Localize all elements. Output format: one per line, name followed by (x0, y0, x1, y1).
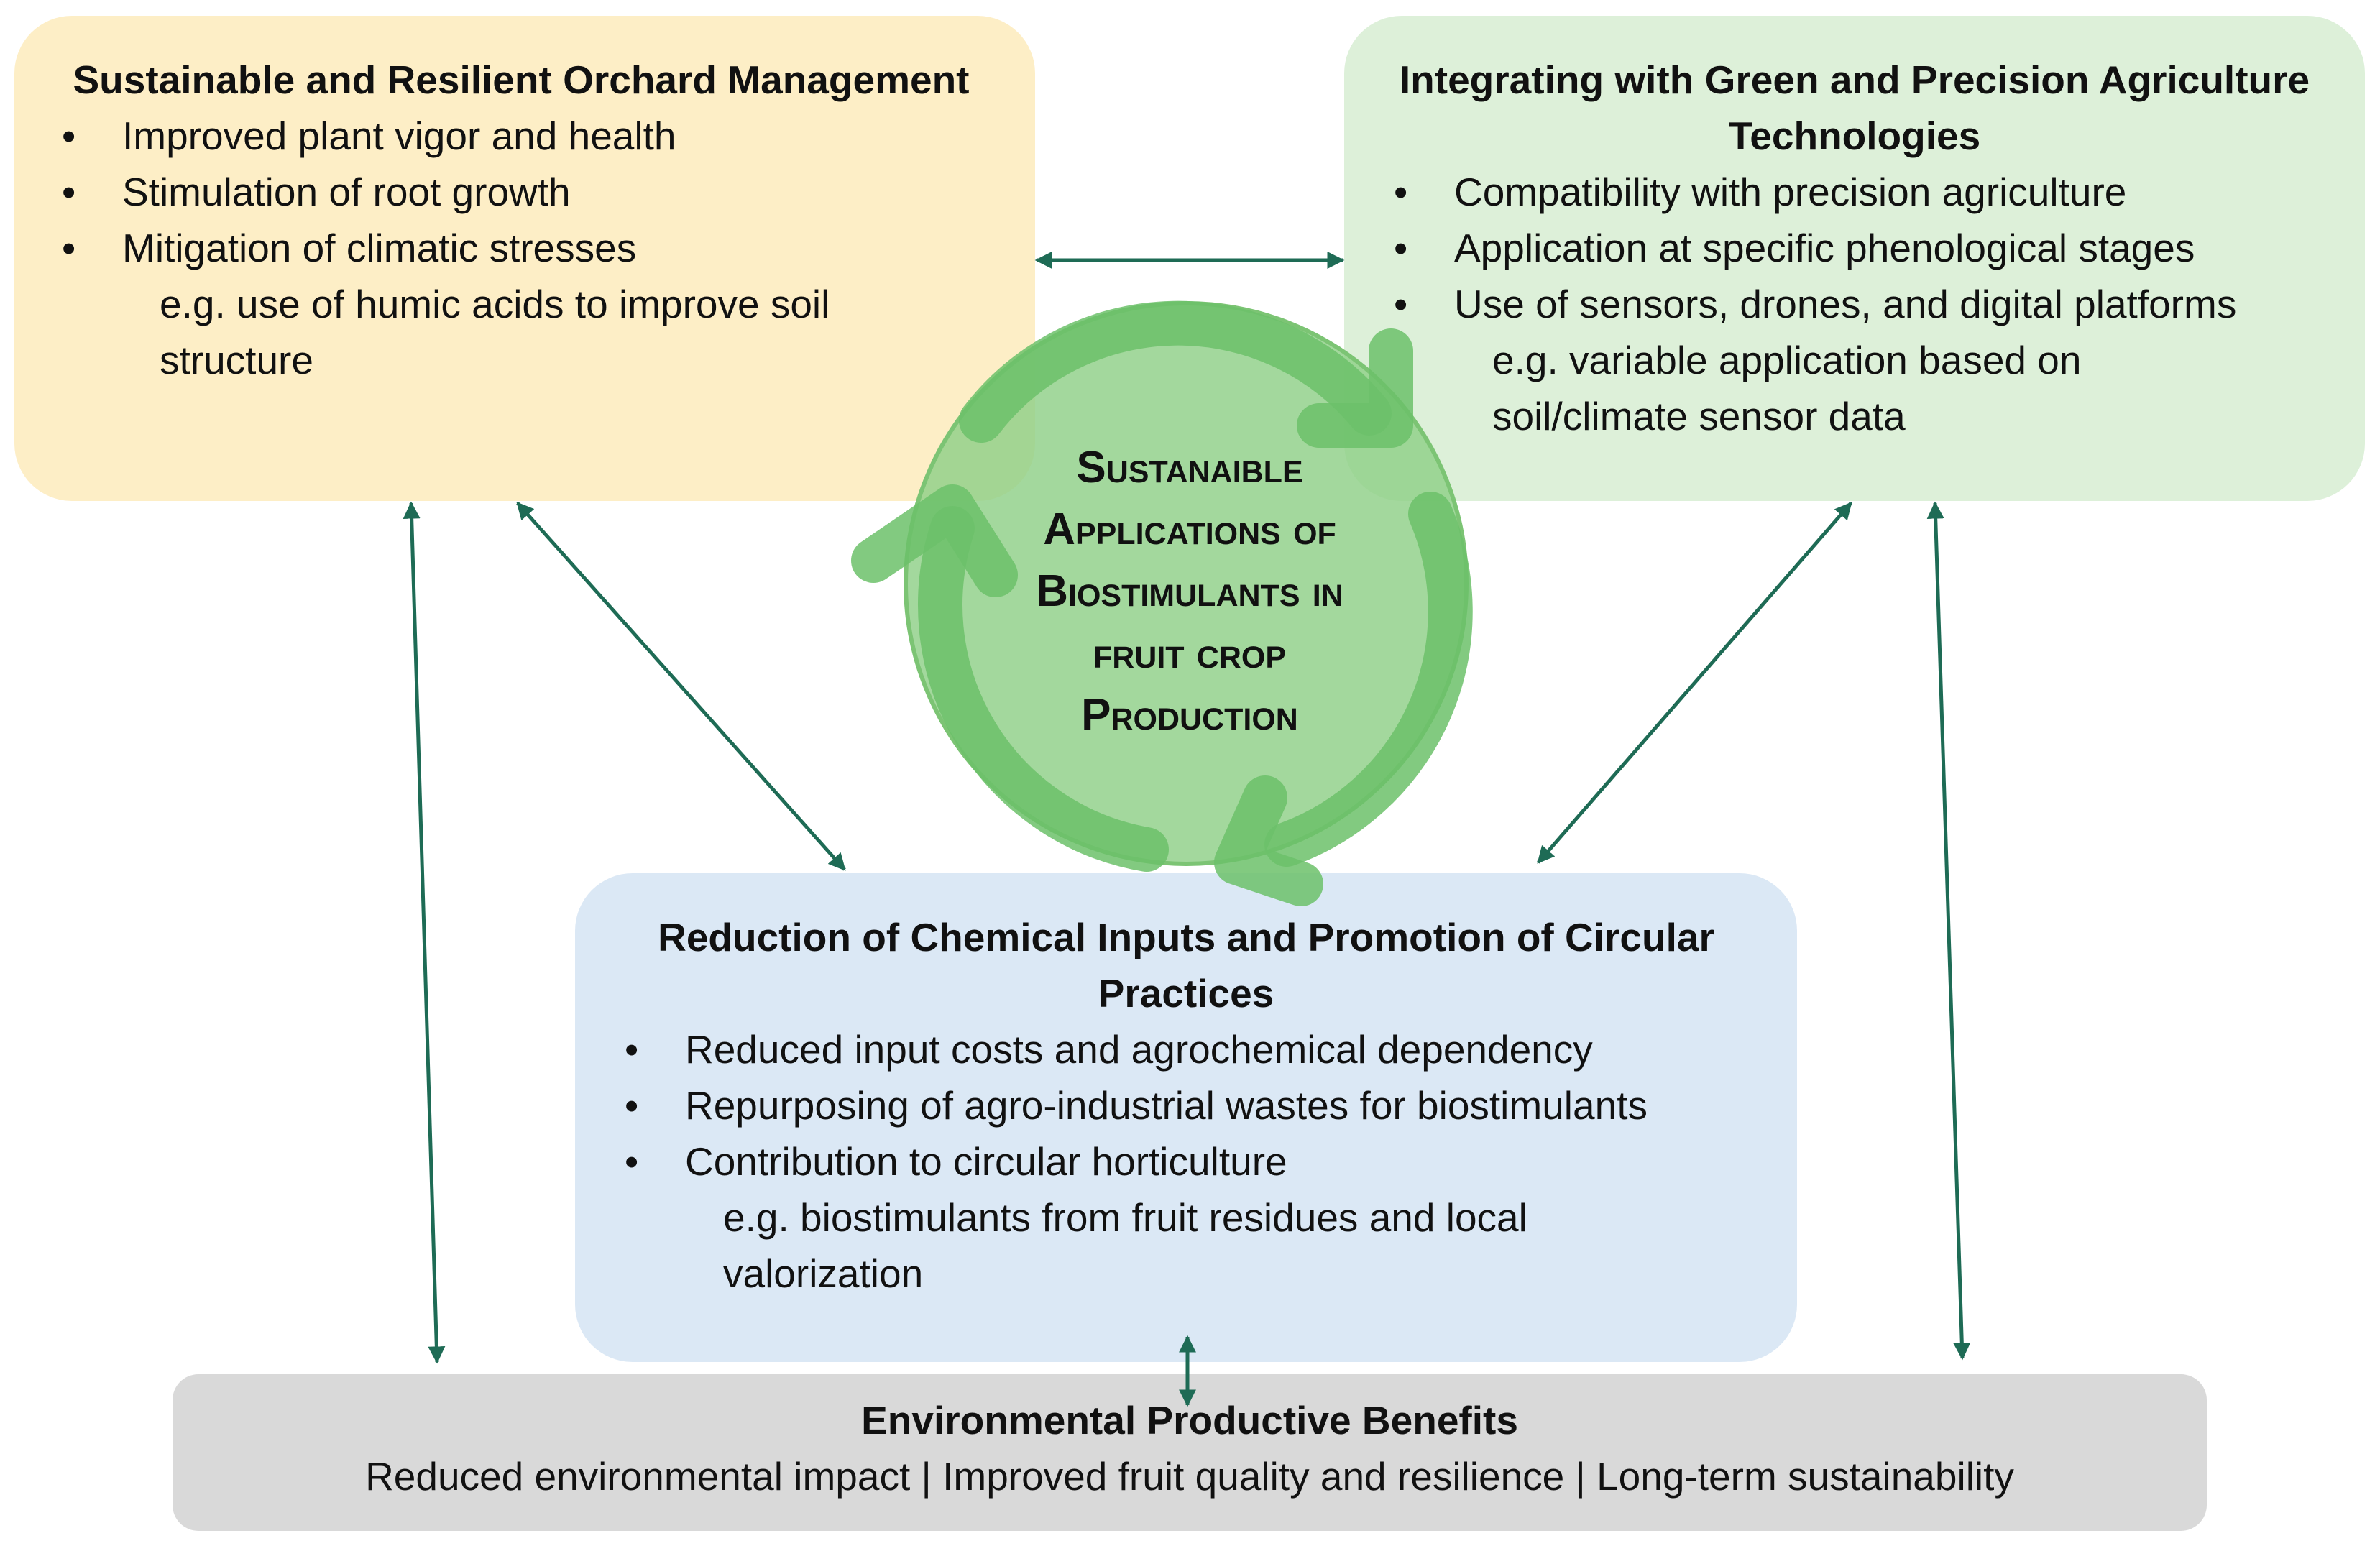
bullet-dot: • (62, 170, 76, 214)
cycle-arrow-left (918, 506, 1169, 872)
center-title-line-3: Biostimulants in (1036, 566, 1343, 616)
bullet-dot: • (62, 114, 76, 158)
bullet-dot: • (62, 226, 76, 270)
precision-agriculture-box (1344, 16, 2365, 501)
precision-example-line-1: e.g. variable application based on (1492, 338, 2082, 382)
bullet-dot: • (625, 1027, 639, 1072)
orchard-title: Sustainable and Resilient Orchard Manage… (73, 57, 970, 102)
cycle-arrow-top (959, 300, 1392, 443)
precision-bullet-text: Application at specific phenological sta… (1454, 226, 2195, 270)
chemical-bullet-text: Reduced input costs and agrochemical dep… (685, 1027, 1593, 1072)
bullet-dot: • (625, 1083, 639, 1128)
chemical-title-line-1: Reduction of Chemical Inputs and Promoti… (658, 915, 1714, 959)
precision-bullet-text: Use of sensors, drones, and digital plat… (1454, 282, 2237, 326)
orchard-example-line-1: e.g. use of humic acids to improve soil (160, 282, 830, 326)
arrow-orchard-benefits (403, 501, 446, 1364)
precision-title-line-1: Integrating with Green and Precision Agr… (1399, 57, 2310, 102)
orchard-bullet-text: Mitigation of climatic stresses (122, 226, 637, 270)
benefits-title: Environmental Productive Benefits (861, 1398, 1518, 1442)
center-title-line-2: Applications of (1043, 505, 1336, 554)
chemical-bullet-text: Repurposing of agro-industrial wastes fo… (685, 1083, 1648, 1128)
orchard-example-line-2: structure (160, 338, 313, 382)
precision-bullet: • Application at specific phenological st… (1394, 220, 2195, 276)
center-title: Sustanaible Applications of Biostimulant… (970, 437, 1409, 746)
orchard-bullet-text: Improved plant vigor and health (122, 114, 676, 158)
chemical-reduction-box (575, 873, 1797, 1362)
center-title-line-5: Production (1081, 690, 1298, 740)
cycle-arrow-left-head (851, 484, 1018, 597)
chemical-bullet-text: Contribution to circular horticulture (685, 1139, 1287, 1184)
cycle-arrows (851, 300, 1473, 906)
orchard-bullet: • Improved plant vigor and health (62, 108, 676, 164)
chemical-example-line-2: valorization (723, 1251, 924, 1296)
orchard-bullet: • Mitigation of climatic stresses (62, 220, 637, 276)
precision-bullet-text: Compatibility with precision agriculture (1454, 170, 2127, 214)
cycle-arrow-top-head (1297, 328, 1413, 448)
arrow-precision-benefits (1926, 501, 1971, 1361)
cycle-arrow-right-head (1214, 776, 1323, 906)
orchard-management-box (14, 16, 1035, 501)
chemical-title-line-2: Practices (1098, 971, 1274, 1016)
bullet-dot: • (1394, 170, 1408, 214)
orchard-bullet-text: Stimulation of root growth (122, 170, 571, 214)
bullet-dot: • (625, 1139, 639, 1184)
arrow-orchard-chemical (516, 502, 846, 871)
precision-example-line-2: soil/climate sensor data (1492, 394, 1906, 438)
precision-bullet: • Compatibility with precision agricultur… (1394, 164, 2127, 220)
chemical-example-line-1: e.g. biostimulants from fruit residues a… (723, 1195, 1527, 1240)
benefits-text: Reduced environmental impact | Improved … (365, 1454, 2014, 1499)
center-title-line-4: fruit crop (1093, 628, 1287, 678)
chemical-bullet: • Reduced input costs and agrochemical de… (625, 1021, 1593, 1077)
precision-bullet: • Use of sensors, drones, and digital pla… (1394, 276, 2237, 332)
cycle-arrow-right (1264, 492, 1473, 867)
bullet-dot: • (1394, 226, 1408, 270)
bullet-dot: • (1394, 282, 1408, 326)
center-title-line-1: Sustanaible (1076, 443, 1303, 492)
precision-title-line-2: Technologies (1728, 114, 1981, 158)
arrow-precision-chemical (1537, 502, 1852, 864)
chemical-bullet: • Contribution to circular horticulture (625, 1133, 1287, 1189)
chemical-bullet: • Repurposing of agro-industrial wastes f… (625, 1077, 1648, 1133)
orchard-bullet: • Stimulation of root growth (62, 164, 571, 220)
